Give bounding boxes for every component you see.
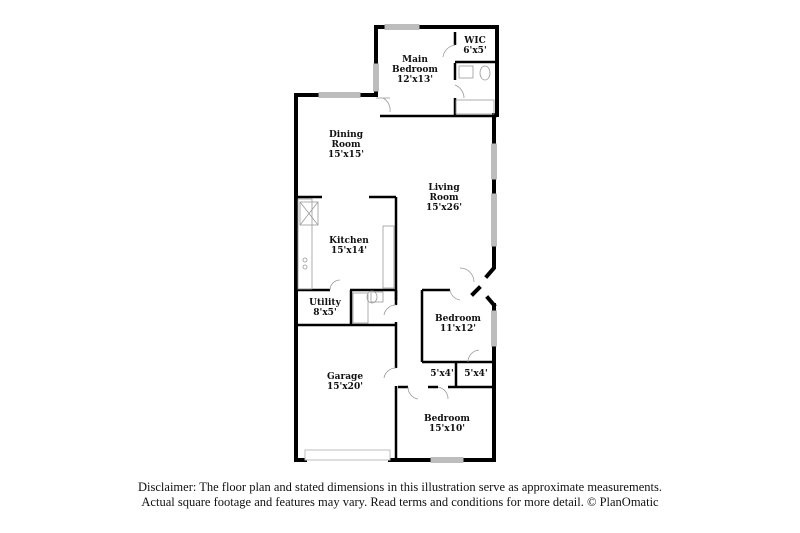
room-label-wic: WIC 6'x5' — [463, 36, 486, 56]
room-label-living-room: Living Room 15'x26' — [426, 183, 462, 213]
room-label-bedroom-2: Bedroom 11'x12' — [435, 314, 481, 334]
room-name: Dining — [328, 130, 364, 140]
room-dims: 15'x20' — [327, 382, 363, 392]
room-name: Bedroom — [435, 314, 481, 324]
room-label-closet-1: 5'x4' — [430, 369, 453, 379]
room-name: Kitchen — [329, 236, 369, 246]
room-dims: 8'x5' — [313, 308, 337, 318]
room-label-kitchen: Kitchen 15'x14' — [329, 236, 369, 256]
room-name: Garage — [326, 372, 364, 382]
room-name: Room — [429, 193, 459, 203]
disclaimer: Disclaimer: The floor plan and stated di… — [0, 480, 800, 510]
room-name: Main — [402, 55, 428, 65]
room-dims: 5'x4' — [464, 369, 488, 379]
room-name: WIC — [464, 36, 486, 46]
exterior-walls — [294, 25, 499, 462]
room-dims: 15'x26' — [426, 203, 462, 213]
disclaimer-line-1: Disclaimer: The floor plan and stated di… — [138, 480, 662, 494]
room-label-dining-room: Dining Room 15'x15' — [328, 130, 364, 160]
disclaimer-line-2: Actual square footage and features may v… — [141, 495, 659, 509]
room-dims: 11'x12' — [440, 324, 476, 334]
room-name: Utility — [309, 298, 341, 308]
room-name: Bedroom — [424, 414, 470, 424]
room-dims: 6'x5' — [463, 46, 487, 56]
room-dims: 15'x10' — [429, 424, 465, 434]
room-dims: 12'x13' — [397, 75, 433, 85]
windows — [304, 24, 497, 463]
interior-walls — [296, 32, 497, 460]
room-label-utility: Utility 8'x5' — [309, 298, 341, 318]
room-label-garage: Garage 15'x20' — [327, 372, 363, 392]
room-dims: 5'x4' — [430, 369, 454, 379]
room-label-main-bedroom: Main Bedroom 12'x13' — [392, 55, 438, 85]
room-name: Bedroom — [392, 65, 438, 75]
room-name: Living — [428, 183, 460, 193]
room-label-closet-2: 5'x4' — [464, 369, 487, 379]
room-label-bedroom-3: Bedroom 15'x10' — [424, 414, 470, 434]
fixtures — [297, 44, 495, 400]
room-dims: 15'x14' — [331, 246, 367, 256]
room-dims: 15'x15' — [328, 150, 364, 160]
room-name: Room — [331, 140, 361, 150]
